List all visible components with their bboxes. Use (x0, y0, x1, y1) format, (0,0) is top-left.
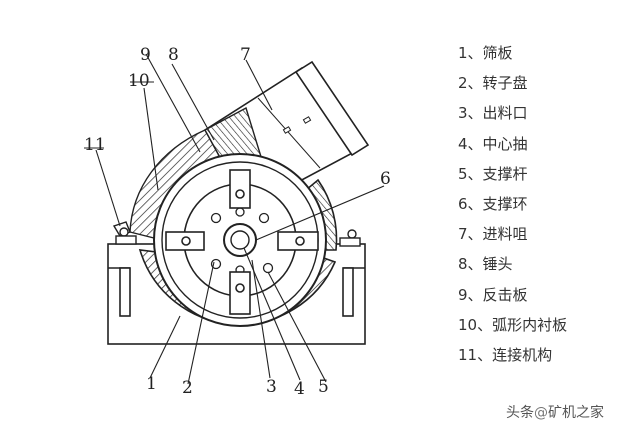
callout-6: 6 (380, 169, 391, 189)
callout-11: 11 (84, 135, 106, 155)
callout-10: 10 (128, 71, 150, 91)
legend-item: 4、中心抽 (458, 134, 528, 153)
legend-item: 9、反击板 (458, 285, 528, 304)
legend-item: 11、连接机构 (458, 345, 553, 364)
callout-7: 7 (240, 45, 251, 65)
leader-lines (84, 53, 385, 385)
legend-item: 6、支撑环 (458, 194, 528, 213)
legend-item: 3、出料口 (458, 104, 528, 123)
watermark-at: @ (534, 405, 548, 421)
legend-item: 8、锤头 (458, 255, 513, 274)
hammers (165, 169, 319, 315)
callout-numbers: 1 2 3 4 5 6 7 8 9 10 11 (84, 45, 391, 399)
callout-2: 2 (182, 378, 193, 398)
callout-9: 9 (140, 45, 151, 65)
legend-item: 10、弧形内衬板 (458, 315, 568, 334)
callout-1: 1 (146, 374, 157, 394)
legend-item: 2、转子盘 (458, 74, 528, 93)
watermark: 头条@矿机之家 (506, 402, 604, 422)
callout-4: 4 (294, 379, 305, 399)
callout-8: 8 (168, 45, 179, 65)
callout-3: 3 (266, 377, 277, 397)
legend-item: 1、筛板 (458, 44, 513, 62)
connecting-mechanism (115, 227, 361, 247)
rotor-holes (210, 207, 274, 275)
callout-5: 5 (318, 377, 329, 397)
legend-item: 5、支撑杆 (458, 164, 528, 183)
legend-item: 7、进料咀 (458, 225, 528, 244)
watermark-prefix: 头条 (506, 405, 534, 421)
parts-legend: 1、筛板 2、转子盘 3、出料口 4、中心抽 5、支撑杆 6、支撑环 7、进料咀… (458, 38, 638, 370)
watermark-name: 矿机之家 (548, 405, 604, 421)
